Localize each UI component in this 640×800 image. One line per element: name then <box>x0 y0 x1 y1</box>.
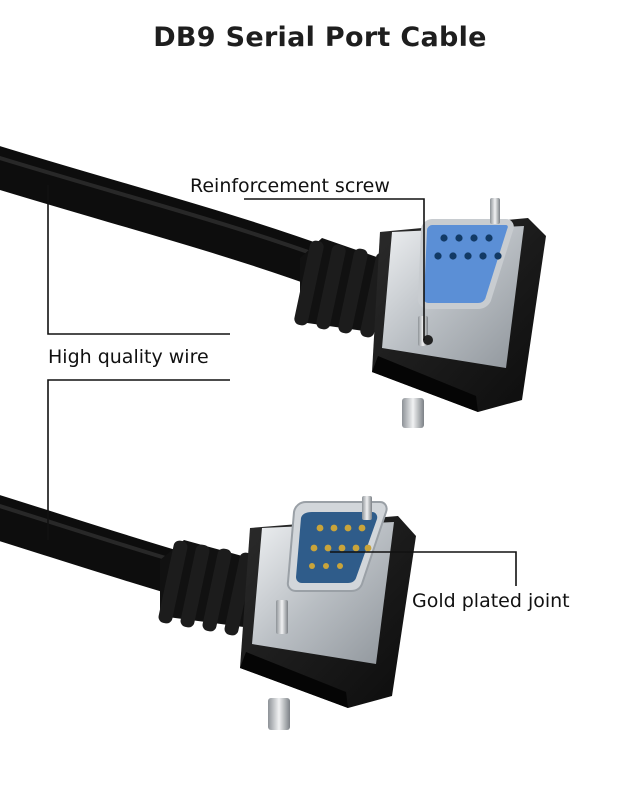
thumbscrew <box>402 398 424 428</box>
page-title: DB9 Serial Port Cable <box>153 22 487 53</box>
callout-line-screw <box>244 198 425 340</box>
callout-lines <box>47 185 517 586</box>
male-insert <box>296 512 378 583</box>
female-connector-housing <box>372 198 546 428</box>
reinforcement-screw-top <box>490 198 500 224</box>
male-screw-bottom <box>276 600 288 634</box>
callout-line-wire-top <box>47 185 230 335</box>
gold-pins <box>309 524 372 569</box>
callout-gold-plated-joint: Gold plated joint <box>412 590 570 612</box>
callout-line-wire-bottom <box>47 379 230 540</box>
callout-line-gold <box>330 551 517 586</box>
male-connector-housing <box>240 496 416 730</box>
male-screw-top <box>362 496 372 520</box>
male-thumbscrew <box>268 698 290 730</box>
callout-reinforcement-screw: Reinforcement screw <box>190 175 390 197</box>
callout-high-quality-wire: High quality wire <box>48 346 209 368</box>
top-cable <box>0 146 351 291</box>
